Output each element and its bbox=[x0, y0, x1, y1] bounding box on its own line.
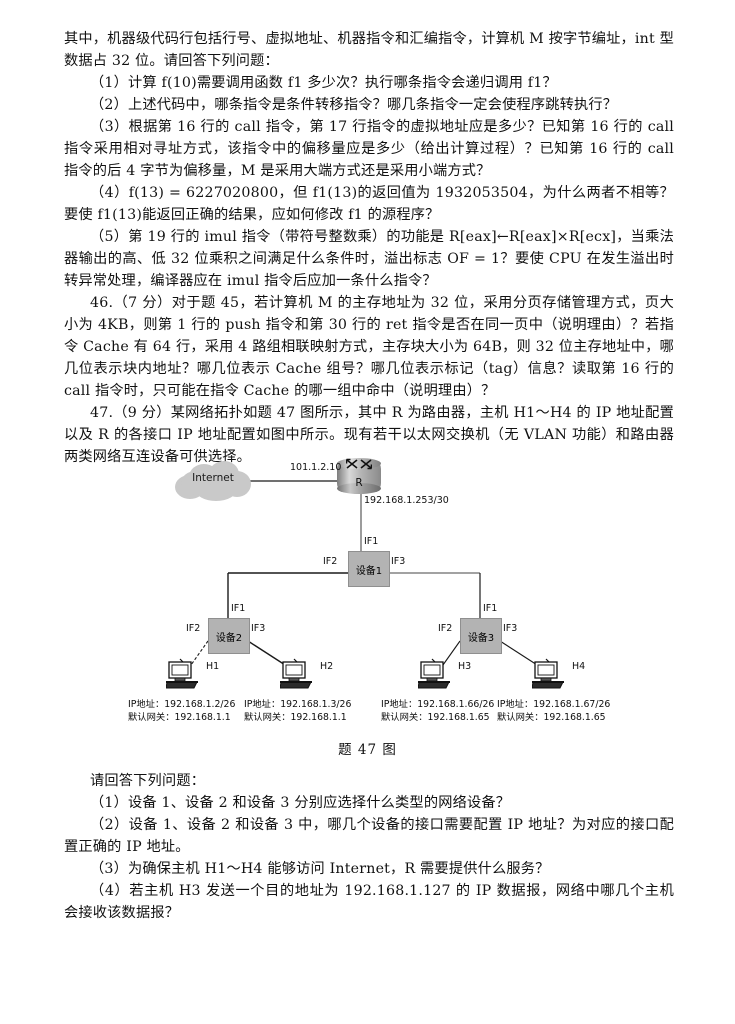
host-h4-info: IP地址：192.168.1.67/26 默认网关：192.168.1.65 bbox=[497, 699, 610, 724]
device-1-if2-label: IF2 bbox=[323, 556, 338, 567]
router-arrows-icon bbox=[346, 458, 372, 470]
paragraph-question-46: 46.（7 分）对于题 45，若计算机 M 的主存地址为 32 位，采用分页存储… bbox=[64, 295, 674, 399]
host-h2-gateway: 默认网关：192.168.1.1 bbox=[244, 711, 347, 723]
wan-ip-label: 101.1.2.10 bbox=[290, 462, 342, 473]
device-1-if1-label: IF1 bbox=[364, 536, 379, 547]
host-h3-gateway: 默认网关：192.168.1.65 bbox=[381, 711, 490, 723]
host-h3-info: IP地址：192.168.1.66/26 默认网关：192.168.1.65 bbox=[381, 699, 494, 724]
paragraph-question-47: 47.（9 分）某网络拓扑如题 47 图所示，其中 R 为路由器，主机 H1～H… bbox=[64, 405, 674, 465]
device-3-box[interactable]: 设备3 bbox=[460, 618, 502, 654]
host-h2-computer-icon: H2 bbox=[280, 657, 333, 691]
computer-icon bbox=[532, 658, 564, 689]
paragraph-47-q1: （1）设备 1、设备 2 和设备 3 分别应选择什么类型的网络设备？ bbox=[90, 795, 511, 811]
device-2-if1-label: IF1 bbox=[231, 603, 246, 614]
device-3-if2-label: IF2 bbox=[438, 623, 453, 634]
host-h1-ip: IP地址：192.168.1.2/26 bbox=[128, 699, 236, 710]
host-h3-computer-icon: H3 bbox=[418, 657, 471, 691]
host-h1-info: IP地址：192.168.1.2/26 默认网关：192.168.1.1 bbox=[128, 699, 235, 724]
lan-ip-label: 192.168.1.253/30 bbox=[364, 495, 449, 506]
device-1-label: 设备1 bbox=[355, 565, 383, 577]
device-1-if3-label: IF3 bbox=[391, 556, 406, 567]
host-h4-computer-icon: H4 bbox=[532, 657, 585, 691]
device-2-if2-label: IF2 bbox=[186, 623, 201, 634]
device-3-if1-label: IF1 bbox=[483, 603, 498, 614]
host-h2-ip: IP地址：192.168.1.3/26 bbox=[244, 699, 352, 710]
host-h4-gateway: 默认网关：192.168.1.65 bbox=[497, 711, 606, 723]
figure-caption: 题 47 图 bbox=[338, 742, 397, 758]
computer-icon bbox=[280, 658, 312, 689]
host-h1-gateway: 默认网关：192.168.1.1 bbox=[128, 711, 231, 723]
upper-text-column: 其中，机器级代码行包括行号、虚拟地址、机器指令和汇编指令，计算机 M 按字节编址… bbox=[64, 28, 674, 468]
paragraph-45-q5: （5）第 19 行的 imul 指令（带符号整数乘）的功能是 R[eax]←R[… bbox=[64, 229, 674, 289]
host-h4-label: H4 bbox=[572, 661, 586, 672]
cloud-lobe bbox=[181, 471, 211, 495]
router-top bbox=[337, 458, 381, 469]
internet-cloud-icon: Internet bbox=[175, 461, 251, 501]
paragraph-answer-prompt: 请回答下列问题： bbox=[90, 773, 206, 789]
router-bottom bbox=[337, 483, 381, 494]
host-h4-ip: IP地址：192.168.1.67/26 bbox=[497, 699, 611, 710]
host-h2-label: H2 bbox=[320, 661, 334, 672]
device-3-if3-label: IF3 bbox=[503, 623, 518, 634]
device-2-if3-label: IF3 bbox=[251, 623, 266, 634]
router-label: R bbox=[355, 477, 363, 489]
device-1-box[interactable]: 设备1 bbox=[348, 551, 390, 587]
device-3-label: 设备3 bbox=[467, 632, 495, 644]
host-h1-label: H1 bbox=[206, 661, 220, 672]
paragraph-45-q3: （3）根据第 16 行的 call 指令，第 17 行指令的虚拟地址应是多少？已… bbox=[64, 119, 674, 179]
paragraph-47-q2: （2）设备 1、设备 2 和设备 3 中，哪几个设备的接口需要配置 IP 地址？… bbox=[64, 817, 674, 855]
host-h2-info: IP地址：192.168.1.3/26 默认网关：192.168.1.1 bbox=[244, 699, 351, 724]
device-2-box[interactable]: 设备2 bbox=[208, 618, 250, 654]
lower-text-column: 请回答下列问题： （1）设备 1、设备 2 和设备 3 分别应选择什么类型的网络… bbox=[64, 770, 674, 924]
device-2-label: 设备2 bbox=[215, 632, 243, 644]
paragraph-45-q2: （2）上述代码中，哪条指令是条件转移指令？哪几条指令一定会使程序跳转执行？ bbox=[90, 97, 618, 113]
computer-icon bbox=[418, 658, 450, 689]
host-h1-computer-icon: H1 bbox=[166, 657, 219, 691]
internet-label: Internet bbox=[192, 472, 234, 484]
paragraph-47-q4: （4）若主机 H3 发送一个目的地址为 192.168.1.127 的 IP 数… bbox=[64, 883, 674, 921]
computer-icon bbox=[166, 658, 198, 689]
host-h3-label: H3 bbox=[458, 661, 472, 672]
host-h3-ip: IP地址：192.168.1.66/26 bbox=[381, 699, 495, 710]
paragraph-45-q1: （1）计算 f(10)需要调用函数 f1 多少次？执行哪条指令会递归调用 f1？ bbox=[90, 75, 557, 91]
paragraph-45-q4: （4）f(13) = 6227020800，但 f1(13)的返回值为 1932… bbox=[64, 185, 674, 223]
paragraph-intro: 其中，机器级代码行包括行号、虚拟地址、机器指令和汇编指令，计算机 M 按字节编址… bbox=[64, 31, 674, 69]
paragraph-47-q3: （3）为确保主机 H1～H4 能够访问 Internet，R 需要提供什么服务？ bbox=[90, 861, 550, 877]
router-icon: R bbox=[337, 458, 381, 494]
